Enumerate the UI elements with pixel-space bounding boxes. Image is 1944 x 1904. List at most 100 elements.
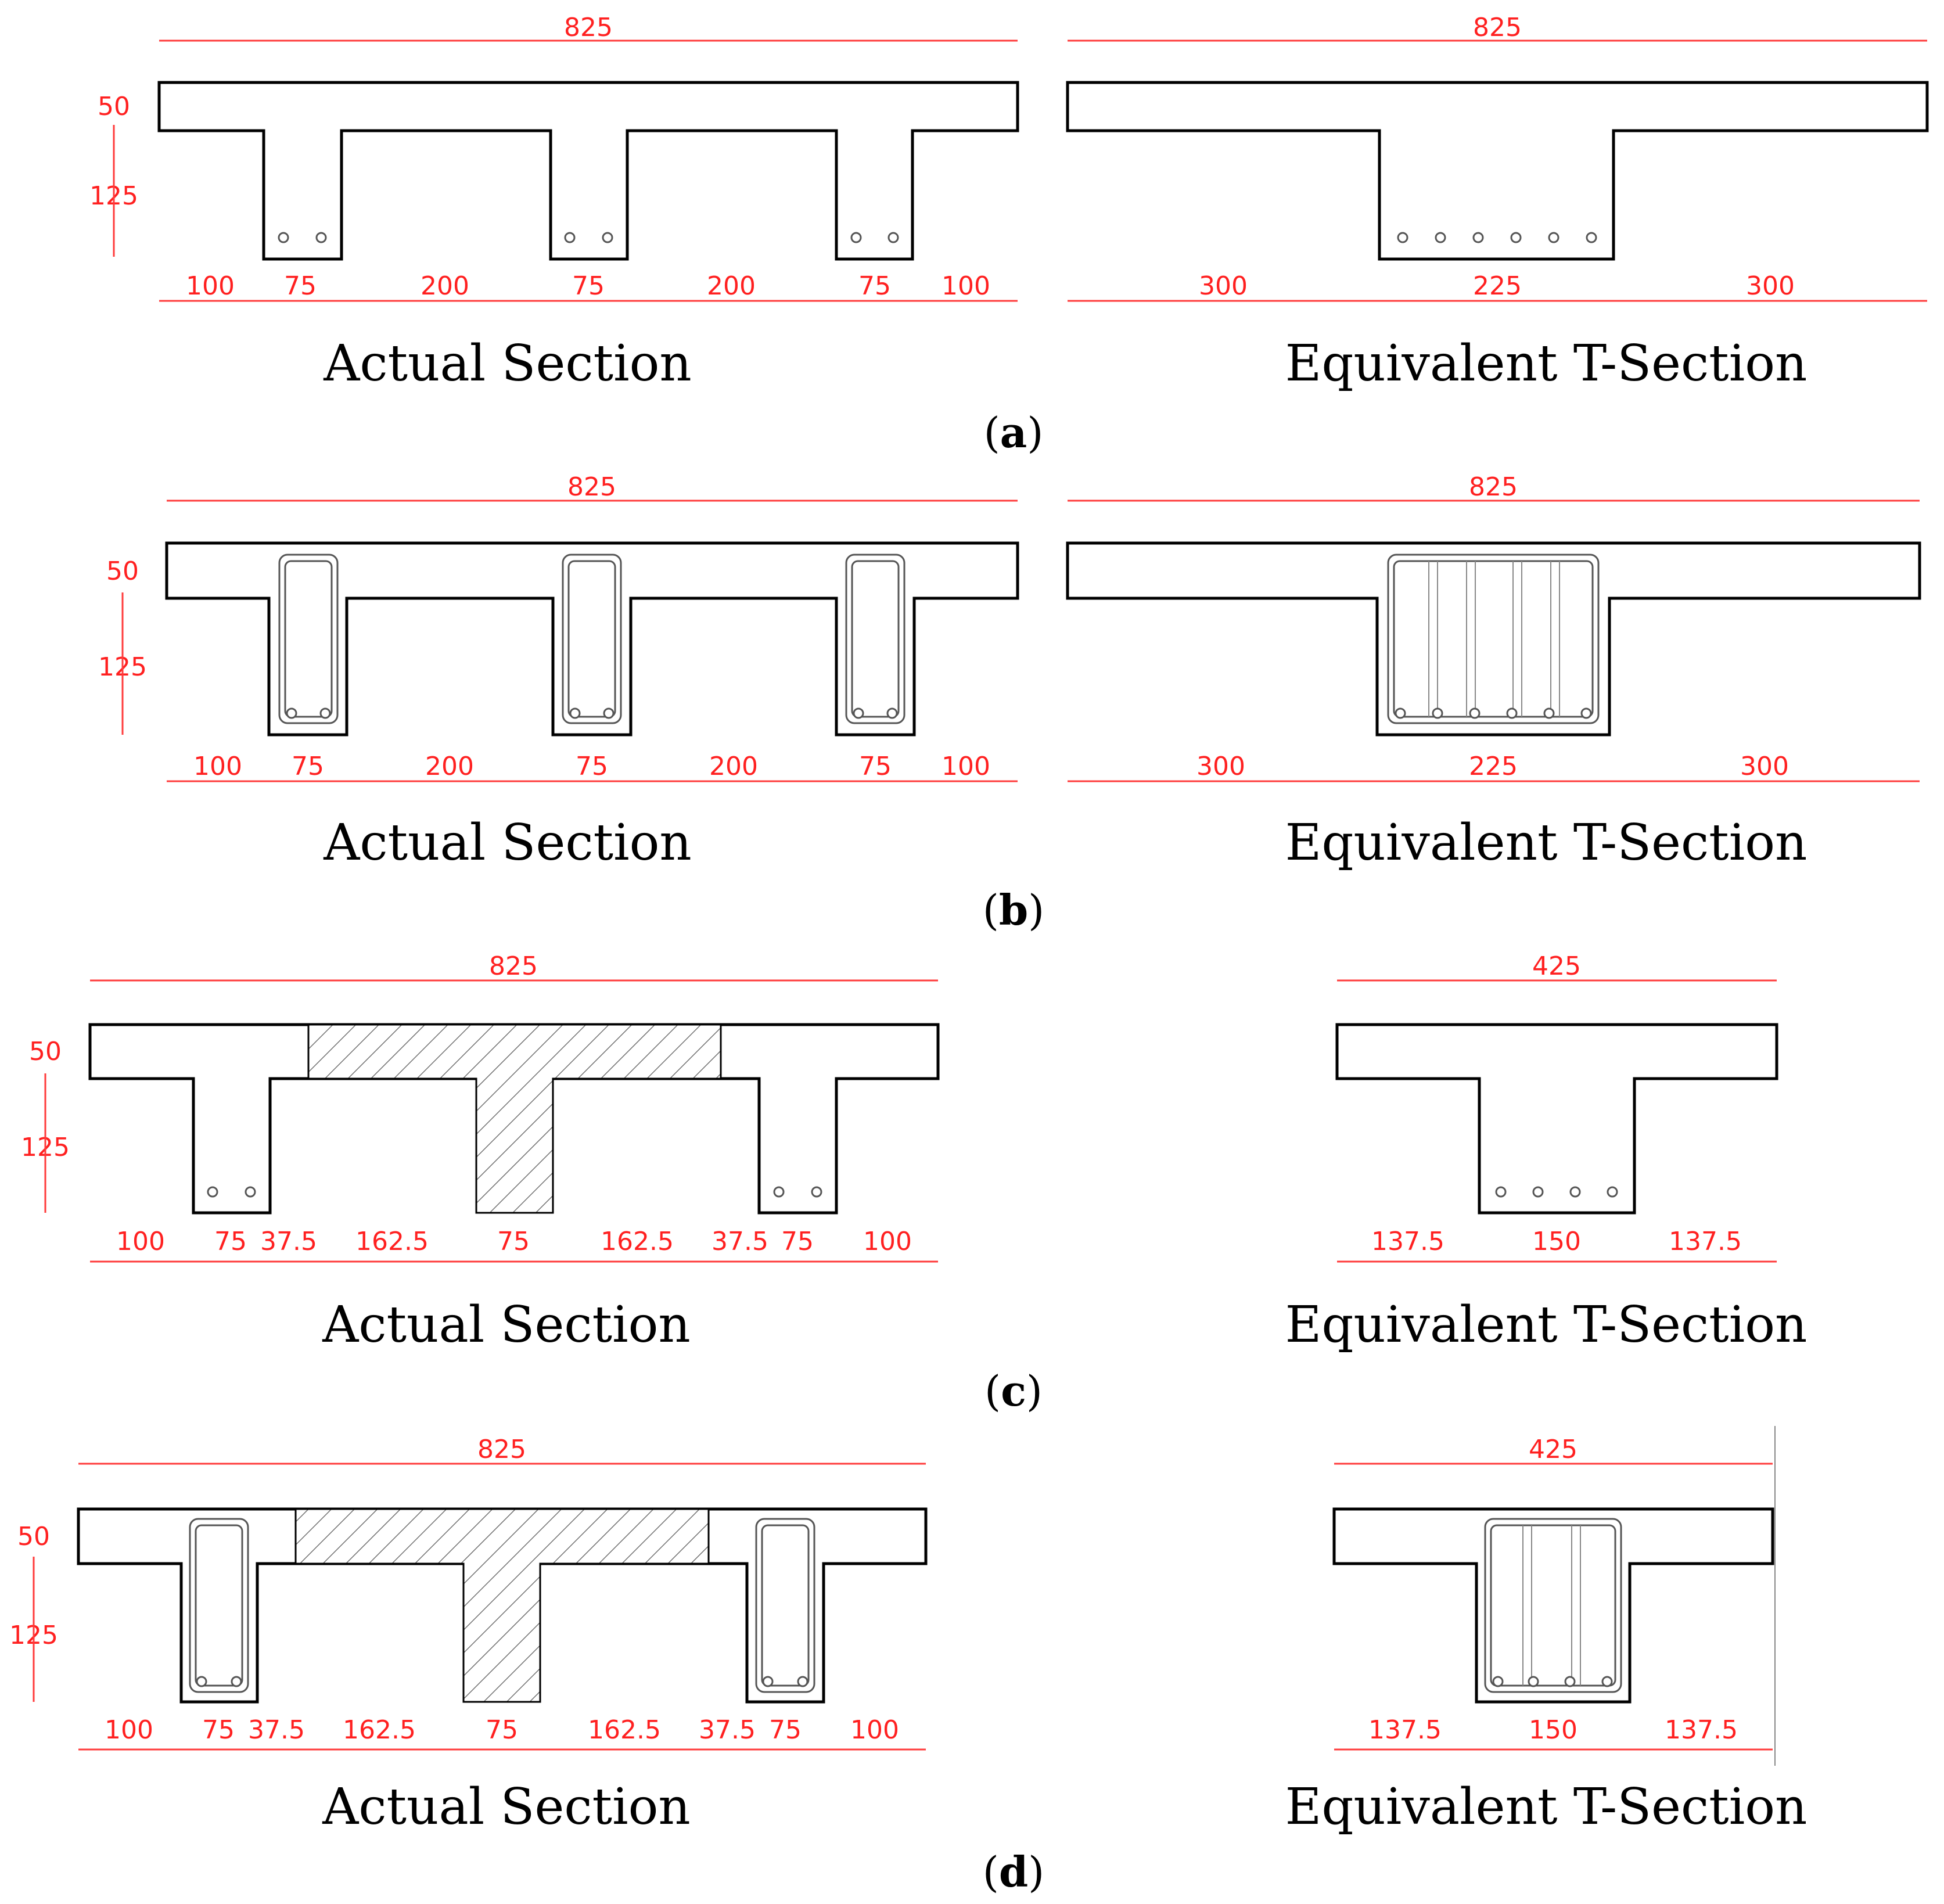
rebars: [286, 707, 898, 719]
segment-label: 75: [292, 752, 324, 781]
actual-section-b: 825 50 125 100: [98, 472, 1019, 872]
equivalent-section-outline: [1335, 1023, 1778, 1215]
rebar: [1564, 1676, 1576, 1687]
panel-b: 825 50 125 100: [98, 472, 1921, 935]
stirrup: [278, 554, 339, 724]
rebar: [1532, 1186, 1544, 1198]
stirrup: [562, 554, 622, 724]
segment-label: 37.5: [248, 1715, 305, 1745]
rebar: [853, 707, 864, 719]
segment-label: 162.5: [355, 1227, 429, 1256]
rebar: [315, 232, 327, 243]
rebar: [602, 232, 613, 243]
rebar: [231, 1676, 242, 1687]
actual-section-c: 825 50 125 100 75 37.5 162.5 75 162.5 37…: [21, 951, 940, 1354]
stirrups: [189, 1518, 815, 1693]
total-width-label: 825: [489, 951, 538, 981]
stirrup: [1387, 554, 1600, 724]
rebar: [1472, 232, 1484, 243]
segment-label: 75: [284, 271, 317, 301]
flange-depth-label: 50: [98, 92, 130, 121]
segment-label: 75: [576, 752, 608, 781]
rebar: [1432, 707, 1443, 719]
segment-labels: 100 75 37.5 162.5 75 162.5 37.5 75 100: [105, 1715, 899, 1745]
segment-labels: 300 225 300: [1196, 752, 1789, 781]
stirrup: [1490, 1524, 1616, 1687]
segment-label: 75: [202, 1715, 235, 1745]
segment-label: 37.5: [260, 1227, 317, 1256]
caption-equivalent: Equivalent T-Section: [1285, 1296, 1808, 1354]
rebar: [1580, 707, 1592, 719]
panel-a: 825 50 125 100 75 200 75 200 75 100: [89, 13, 1929, 457]
equivalent-section-outline: [1066, 541, 1921, 737]
rebar: [278, 232, 289, 243]
caption-equivalent: Equivalent T-Section: [1285, 1778, 1808, 1836]
rebar: [1492, 1676, 1504, 1687]
segment-label: 100: [116, 1227, 165, 1256]
rebar: [603, 707, 615, 719]
segment-label: 100: [942, 752, 990, 781]
rebar: [1495, 1186, 1507, 1198]
rebar: [850, 232, 862, 243]
panel-label: (a): [984, 408, 1044, 457]
actual-section-outline: [77, 1507, 928, 1704]
segment-label: 162.5: [601, 1227, 674, 1256]
rebar: [196, 1676, 207, 1687]
rebar: [569, 707, 581, 719]
rebar: [1586, 232, 1597, 243]
caption-actual: Actual Section: [322, 1296, 691, 1354]
rebar: [564, 232, 576, 243]
rebars: [196, 1676, 808, 1687]
rebar: [797, 1676, 808, 1687]
panel-c: 825 50 125 100 75 37.5 162.5 75 162.5 37…: [21, 951, 1807, 1416]
actual-section-outline: [88, 1023, 940, 1215]
segment-labels: 137.5 150 137.5: [1371, 1227, 1742, 1256]
stirrups: [1484, 1518, 1622, 1693]
caption-actual: Actual Section: [323, 335, 692, 393]
caption-actual: Actual Section: [323, 814, 692, 872]
segment-label: 100: [186, 271, 235, 301]
segment-label: 75: [769, 1715, 802, 1745]
rebar: [1528, 1676, 1539, 1687]
segment-label: 200: [707, 271, 756, 301]
segment-label: 75: [572, 271, 605, 301]
stirrup: [1393, 560, 1594, 718]
rebars: [278, 232, 899, 243]
hatched-region: [307, 1023, 722, 1214]
total-width-label: 825: [564, 13, 613, 42]
stirrup: [755, 1518, 815, 1693]
segment-label: 225: [1473, 271, 1522, 301]
segment-label: 150: [1532, 1227, 1581, 1256]
panel-d: 825 50 125 100 75 37.5: [9, 1426, 1807, 1896]
segment-label: 300: [1199, 271, 1248, 301]
segment-label: 137.5: [1368, 1715, 1442, 1745]
actual-section-outline: [165, 541, 1019, 737]
total-width-label: 425: [1529, 1435, 1578, 1464]
segment-label: 200: [709, 752, 758, 781]
segment-labels: 100 75 37.5 162.5 75 162.5 37.5 75 100: [116, 1227, 912, 1256]
rebar: [886, 707, 898, 719]
segment-label: 100: [193, 752, 242, 781]
stirrups: [1387, 554, 1600, 724]
segment-label: 162.5: [588, 1715, 661, 1745]
rebar: [1469, 707, 1481, 719]
equivalent-section-a: 825 300 225 300 Equivalent T-Section: [1066, 13, 1929, 393]
caption-actual: Actual Section: [322, 1778, 691, 1836]
panel-label: (d): [983, 1847, 1045, 1896]
rebar: [1601, 1676, 1613, 1687]
segment-label: 200: [425, 752, 474, 781]
stirrup: [845, 554, 905, 724]
actual-section-a: 825 50 125 100 75 200 75 200 75 100: [89, 13, 1019, 393]
rebar: [1543, 707, 1555, 719]
rebar: [1607, 1186, 1618, 1198]
total-width-label: 825: [477, 1435, 526, 1464]
panel-label: (b): [983, 885, 1045, 935]
segment-label: 162.5: [343, 1715, 416, 1745]
segment-labels: 300 225 300: [1199, 271, 1795, 301]
stirrups: [278, 554, 905, 724]
segment-label: 100: [850, 1715, 899, 1745]
rebar: [1435, 232, 1446, 243]
equivalent-section-outline: [1066, 81, 1929, 261]
rebars: [1397, 232, 1597, 243]
